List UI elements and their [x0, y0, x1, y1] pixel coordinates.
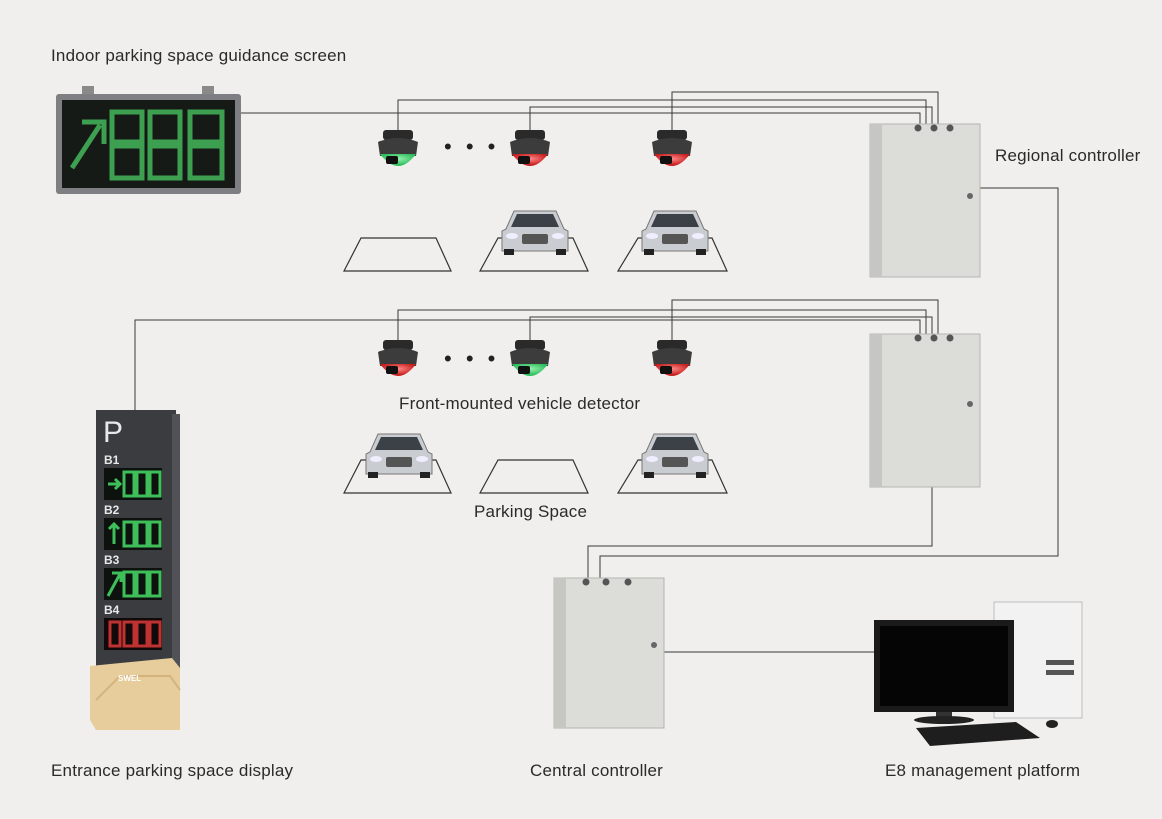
floor-label-b4: B4 [104, 603, 120, 617]
computer-icon [874, 601, 1083, 746]
label-parking-space: Parking Space [474, 502, 588, 521]
floor-label-b1: B1 [104, 453, 120, 467]
central-controller-cabinet [553, 577, 665, 729]
car-icon [641, 433, 709, 478]
vehicle-detector-icon [652, 340, 692, 376]
vehicle-detector-icon [378, 130, 418, 166]
label-entrance-display: Entrance parking space display [51, 761, 294, 780]
entrance-display-tower [90, 410, 181, 730]
ellipsis: • • • [444, 346, 500, 371]
regional-controller-cabinet [869, 333, 981, 488]
car-icon [641, 210, 709, 255]
car-icon [365, 433, 433, 478]
entrance-display-logo: P [103, 416, 124, 449]
vehicle-detector-icon [510, 130, 550, 166]
label-front-detector: Front-mounted vehicle detector [399, 394, 641, 413]
vehicle-detector-icon [510, 340, 550, 376]
label-management-platform: E8 management platform [885, 761, 1081, 780]
floor-label-b3: B3 [104, 553, 120, 567]
indoor-guidance-screen [56, 86, 241, 194]
car-icon [501, 210, 569, 255]
entrance-display-brand: SWEL [118, 674, 142, 683]
ellipsis: • • • [444, 134, 500, 159]
vehicle-detector-icon [652, 130, 692, 166]
regional-controller-cabinet [869, 123, 981, 278]
vehicle-detector-icon [378, 340, 418, 376]
label-indoor-screen: Indoor parking space guidance screen [51, 46, 347, 65]
floor-label-b2: B2 [104, 503, 120, 517]
label-central-controller: Central controller [530, 761, 664, 780]
label-regional-controller: Regional controller [995, 146, 1141, 165]
